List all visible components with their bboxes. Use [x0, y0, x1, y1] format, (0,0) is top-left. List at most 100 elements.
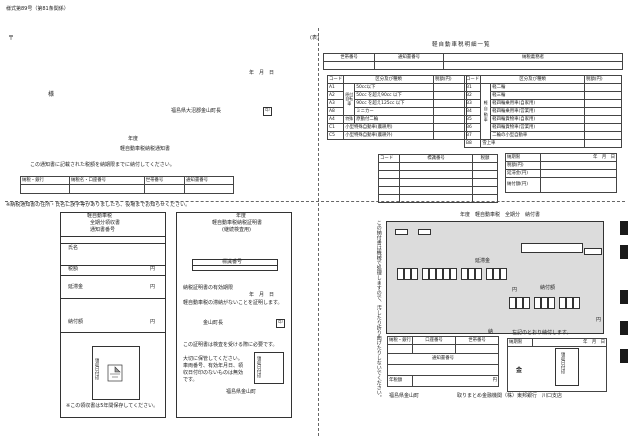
payment-due-date: 年 月 日: [532, 338, 607, 347]
certificate-statement: 軽自動車税の滞納がないことを証明します。: [183, 300, 283, 306]
receipt-payment-label: 納付額: [68, 319, 84, 325]
payment-notice-no-label: 通知書番号: [387, 353, 499, 365]
right-row-desc: 軽二輪: [490, 83, 585, 92]
digit-box: [404, 268, 411, 280]
notice-footnote: ※納税通知書の住所・氏名に誤字等がありましたら、役場までお知らせください。: [6, 202, 191, 208]
receipt-line: [60, 275, 166, 276]
receipt-yen: 円: [150, 319, 156, 325]
digit-box: [429, 268, 436, 280]
left-row-desc: 小型特殊自動車(農耕用): [343, 123, 434, 132]
left-row-code: C1: [326, 123, 345, 132]
timing-mark: [620, 290, 628, 304]
totals-payment-label: 納付額(円): [505, 177, 541, 193]
right-row-desc: 雪上車: [480, 139, 585, 148]
notice-year: 年度: [128, 136, 139, 142]
plate-table: コード 標識番号 税額: [378, 154, 498, 203]
payment-received-note: 左記のとおり納付します。: [512, 330, 572, 336]
certificate-storage-1: 大切に保管してください。: [183, 356, 243, 362]
totals-arrears-label: 延滞金(円): [505, 169, 541, 178]
digit-box: [436, 268, 443, 280]
payment-annual-tax-yen: 円: [412, 375, 499, 387]
left-col-code: コード: [326, 75, 345, 84]
right-row-code: B7: [463, 131, 482, 140]
postal-mark: 〒: [8, 35, 15, 42]
left-row-desc: 小型特殊自動車(農耕外): [343, 131, 434, 140]
notice-col-notice-no: 通知書番号: [184, 176, 234, 185]
digit-box: [548, 297, 555, 309]
receipt-line: [60, 243, 166, 244]
payment-info-table: 納税・銀行 口座番号 世帯番号 通知書番号 年税額円: [387, 336, 499, 387]
right-row-desc: 軽四輪貨物車(自家用): [490, 115, 585, 124]
payment-stamp-label: 領収日付印: [560, 352, 566, 374]
right-col-amount: 税額(円): [584, 75, 622, 84]
payment-sign-mark: 納: [488, 329, 494, 335]
detail-col-taxpayer: 納税義務者: [443, 53, 623, 62]
digit-box: [493, 268, 500, 280]
payment-amount-label: 納付額: [540, 285, 556, 291]
payment-amount-yen: 円: [596, 317, 602, 323]
notice-instruction: この通知書に記載された税額を納期限までに納付してください。: [30, 162, 175, 168]
plate-col-tax: 税額: [472, 154, 498, 163]
left-col-desc: 区分及び種類: [343, 75, 434, 84]
receipt-line: [60, 298, 166, 299]
certificate-seal: 印: [276, 319, 285, 328]
certificate-frame: [176, 212, 292, 418]
digit-box: [559, 297, 566, 309]
addressee-honorific: 様: [48, 91, 55, 98]
totals-due-label: 納期限: [505, 153, 541, 162]
digit-box: [450, 268, 457, 280]
ocr-id-box: [521, 243, 583, 253]
right-col-desc: 区分及び種類: [480, 75, 585, 84]
receipt-tax-label: 税額: [68, 266, 79, 272]
digit-box: [443, 268, 450, 280]
issuer-name: 福島県大沼郡金山町長: [171, 108, 222, 114]
right-row-code: B8: [463, 139, 482, 148]
receipt-arrears-label: 延滞金: [68, 284, 84, 290]
left-group2-label: 特殊: [343, 115, 356, 124]
receipt-frame: [60, 212, 166, 418]
certificate-date: 年 月 日: [249, 292, 275, 298]
certificate-title: 軽自動車税納税証明書: [212, 220, 263, 226]
payment-due-table: 納期限年 月 日: [507, 338, 607, 392]
left-col-amount: 税額(円): [433, 75, 467, 84]
receipt-line: [60, 332, 166, 333]
fold-line-vertical: [318, 28, 319, 436]
right-row-desc: 二輪の小型自動車: [490, 131, 585, 140]
payment-location: 福島県金山町: [389, 393, 420, 399]
right-row-desc: 軽四輪乗用車(営業用): [490, 107, 585, 116]
certificate-plate-label: 標識番号: [222, 259, 243, 265]
digit-box: [475, 268, 482, 280]
digit-box: [422, 268, 429, 280]
certificate-issuer: 金山町長: [203, 320, 224, 326]
receipt-stamp-area: [92, 346, 140, 400]
totals-due-date: 年 月 日: [540, 153, 617, 162]
ocr-small-box: [395, 229, 408, 235]
receipt-stamp-icon: [107, 364, 123, 382]
digit-box: [411, 268, 418, 280]
right-row-code: B4: [463, 107, 482, 116]
left-row-code: A3: [326, 99, 345, 108]
front-side-mark: (表): [310, 35, 319, 41]
right-row-code: B3: [463, 99, 482, 108]
payment-due-label: 納期限: [507, 338, 533, 347]
detail-col-notice-no: 通知書番号: [374, 53, 444, 62]
right-row-desc: 軽三輪: [490, 91, 585, 100]
issue-date: 年 月 日: [249, 70, 275, 76]
certificate-plate-divider: [192, 265, 278, 266]
right-col-code: コード: [463, 75, 482, 84]
receipt-yen: 円: [150, 284, 156, 290]
left-row-code: A8: [326, 107, 345, 116]
receipt-yen: 円: [150, 266, 156, 272]
ocr-check-box: [584, 248, 602, 255]
timing-mark: [620, 221, 628, 235]
right-row-desc: 軽四輪乗用車(自家用): [490, 99, 585, 108]
form-number: 様式第89号（第81条関係）: [6, 6, 69, 12]
receipt-title-1: 軽自動車税: [87, 213, 113, 219]
payment-arrears-yen: 円: [512, 287, 518, 293]
notice-col-account: 納税名・口座番号: [68, 176, 145, 185]
right-row-code: B1: [463, 83, 482, 92]
payment-arrears-label: 延滞金: [475, 258, 491, 264]
digit-box: [509, 297, 516, 309]
payment-agency: 取りまとめ金融機関（株）東邦銀行 川口支店: [457, 393, 563, 399]
